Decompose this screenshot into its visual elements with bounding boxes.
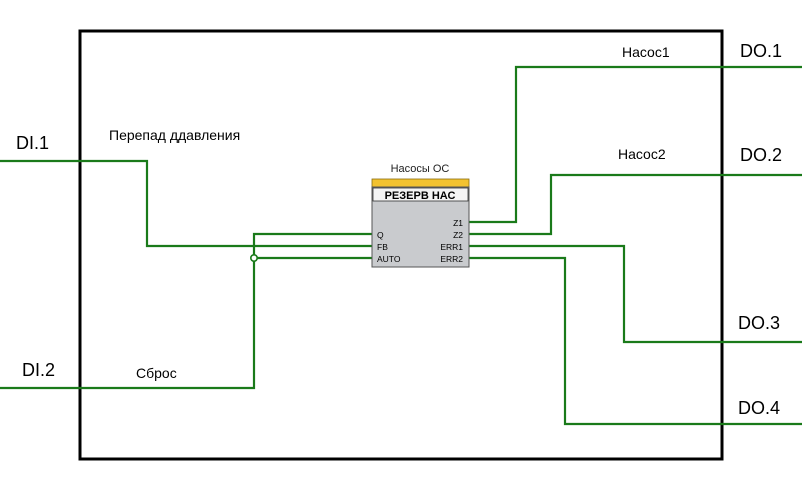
block-header-bar <box>371 178 470 188</box>
input-di2-signal: Сброс <box>136 365 177 381</box>
pin-auto-label: AUTO <box>377 254 401 264</box>
wire-do2 <box>468 173 802 236</box>
input-di1-signal: Перепад ддавления <box>109 127 240 143</box>
pin-z2-label: Z2 <box>453 230 463 240</box>
input-di2-id: DI.2 <box>22 360 55 380</box>
block-title: РЕЗЕРВ НАС <box>385 190 456 202</box>
output-do3-id: DO.3 <box>738 313 780 333</box>
wire-di1 <box>0 159 373 248</box>
output-do1-id: DO.1 <box>740 41 782 61</box>
function-block[interactable]: Насосы ОС РЕЗЕРВ НАС Q FB AUTO Z1 Z2 ERR… <box>371 163 470 268</box>
output-do2-id: DO.2 <box>740 145 782 165</box>
pin-err2-label: ERR2 <box>440 254 463 264</box>
wire-di2 <box>0 256 373 390</box>
input-di1-id: DI.1 <box>16 133 49 153</box>
wire-q-link <box>252 232 373 258</box>
block-title-box <box>372 187 469 202</box>
block-caption: Насосы ОС <box>391 163 450 175</box>
wire-do4 <box>468 256 802 426</box>
pin-q-label: Q <box>377 230 384 240</box>
pin-err1-label: ERR1 <box>440 242 463 252</box>
controller-frame <box>78 29 724 461</box>
junction-dot <box>250 254 259 263</box>
output-do2-signal: Насос2 <box>618 146 666 162</box>
wire-do3 <box>468 244 802 344</box>
wire-do1 <box>468 65 802 224</box>
pin-z1-label: Z1 <box>453 218 463 228</box>
output-do4-id: DO.4 <box>738 398 780 418</box>
output-do1-signal: Насос1 <box>622 44 670 60</box>
pin-fb-label: FB <box>377 242 388 252</box>
